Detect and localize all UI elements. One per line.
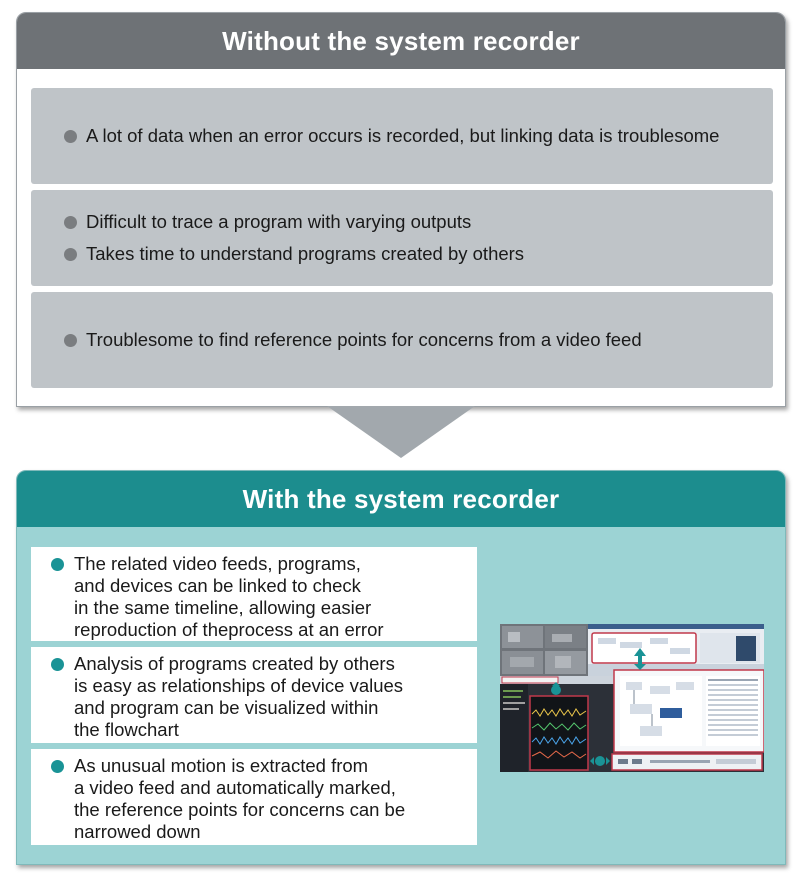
issue-group-1: A lot of data when an error occurs is re… <box>31 88 773 184</box>
without-recorder-title: Without the system recorder <box>17 13 785 69</box>
issue-item: Takes time to understand programs create… <box>64 243 773 265</box>
issue-item: Difficult to trace a program with varyin… <box>64 211 773 233</box>
with-recorder-panel: With the system recorder The related vid… <box>16 470 786 865</box>
issue-item: Troublesome to find reference points for… <box>64 329 773 351</box>
issue-group-2: Difficult to trace a program with varyin… <box>31 190 773 286</box>
without-recorder-panel: Without the system recorder A lot of dat… <box>16 12 786 407</box>
bullet-icon <box>64 129 77 143</box>
issue-text: A lot of data when an error occurs is re… <box>86 125 720 146</box>
screenshot-illustration <box>500 624 764 772</box>
benefit-text: The related video feeds, programs, and d… <box>74 553 384 640</box>
benefit-text: Analysis of programs created by others i… <box>74 653 404 740</box>
issue-text: Takes time to understand programs create… <box>86 243 525 264</box>
down-arrow-icon <box>327 406 475 458</box>
system-recorder-screenshot <box>500 624 764 772</box>
benefit-item-3: As unusual motion is extracted from a vi… <box>31 749 477 845</box>
issue-group-3: Troublesome to find reference points for… <box>31 292 773 388</box>
bullet-icon <box>51 760 64 773</box>
issue-text: Difficult to trace a program with varyin… <box>86 211 472 232</box>
bullet-icon <box>64 215 77 229</box>
waveform-panel <box>529 695 589 771</box>
bullet-icon <box>51 558 64 571</box>
with-recorder-title: With the system recorder <box>17 471 785 527</box>
benefit-text: As unusual motion is extracted from a vi… <box>74 755 406 842</box>
issue-item: A lot of data when an error occurs is re… <box>64 125 773 147</box>
link-arrow-icon <box>634 648 646 664</box>
link-node-icon <box>595 756 605 766</box>
benefit-item-1: The related video feeds, programs, and d… <box>31 547 477 641</box>
link-node-icon <box>551 685 561 695</box>
bullet-icon <box>64 247 77 261</box>
issue-text: Troublesome to find reference points for… <box>86 329 642 350</box>
benefit-item-2: Analysis of programs created by others i… <box>31 647 477 743</box>
bullet-icon <box>51 658 64 671</box>
bullet-icon <box>64 333 77 347</box>
